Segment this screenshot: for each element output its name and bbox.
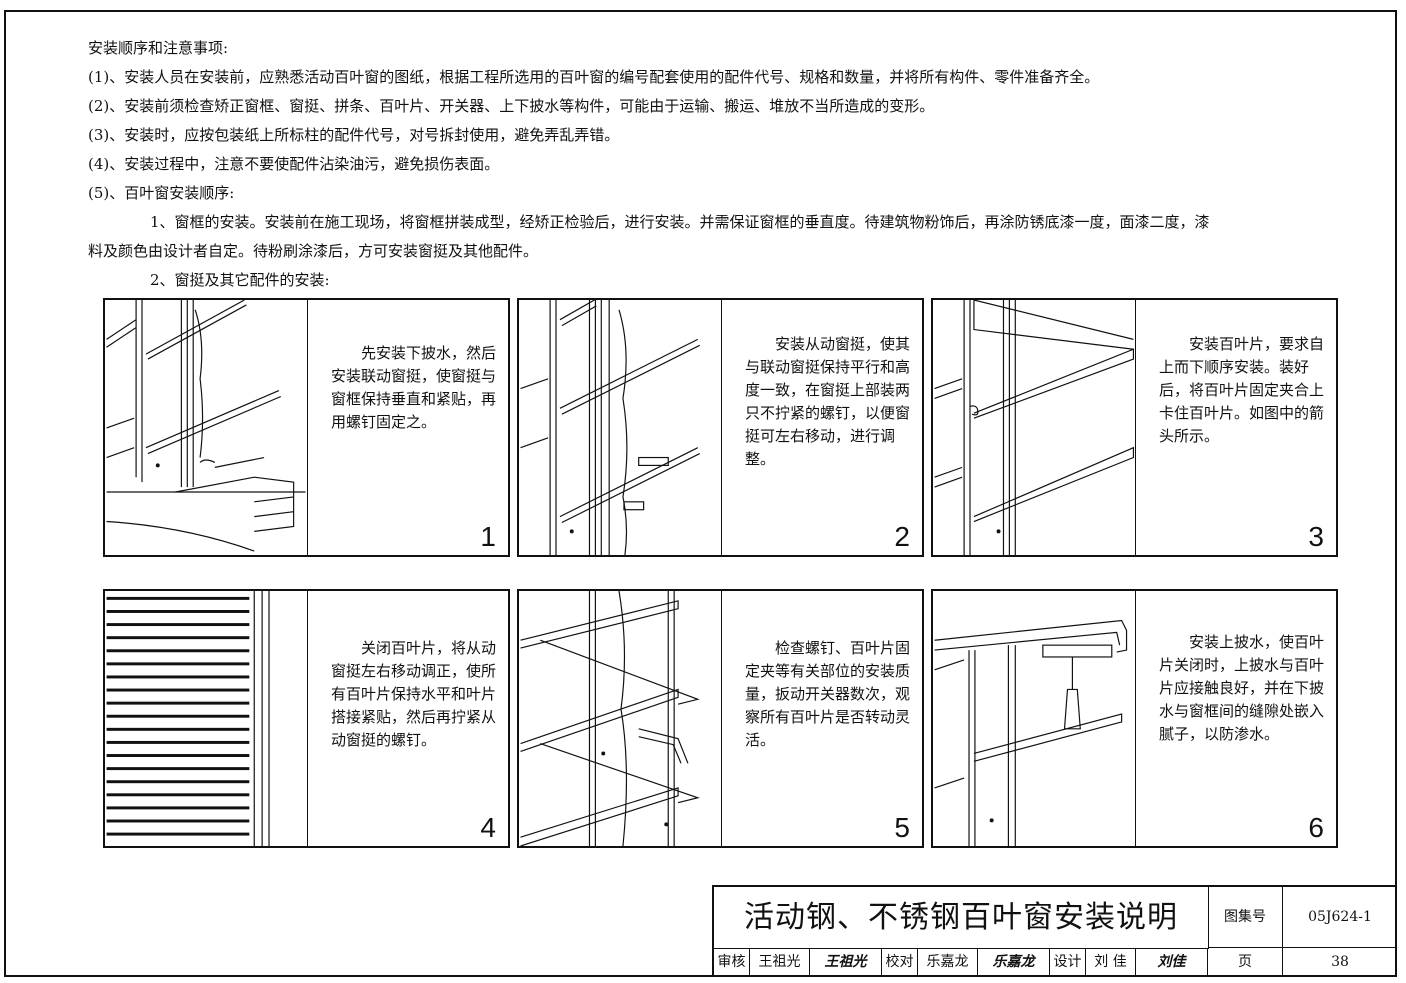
step-panel-4: 关闭百叶片，将从动窗挺左右移动调正，使所有百叶片保持水平和叶片搭接紧贴，然后再拧… bbox=[103, 589, 510, 848]
louvre-slat bbox=[106, 610, 250, 613]
step-6-illustration bbox=[934, 591, 1136, 846]
louvre-slat bbox=[106, 623, 250, 627]
checker-signature: 乐嘉龙 bbox=[978, 948, 1050, 977]
title-block: 活动钢、不锈钢百叶窗安装说明 图集号 05J624-1 审核 王祖光 王祖光 校… bbox=[712, 885, 1397, 977]
checker-name: 乐嘉龙 bbox=[918, 948, 978, 977]
atlas-number: 05J624-1 bbox=[1283, 887, 1397, 948]
note-item: (5)、百叶窗安装顺序: bbox=[88, 184, 235, 202]
designer-name: 刘 佳 bbox=[1086, 948, 1136, 977]
louvre-slat bbox=[106, 701, 250, 705]
step-2-number: 2 bbox=[894, 521, 910, 552]
louvre-slat bbox=[106, 832, 250, 836]
step-6-text: 安装上披水，使百叶片关闭时，上披水与百叶片应接触良好，并在下披水与窗框间的缝隙处… bbox=[1159, 633, 1325, 743]
note-item: (3)、安装时，应按包装纸上所标柱的配件代号，对号拆封使用，避免弄乱弄错。 bbox=[88, 126, 620, 144]
review-label: 审核 bbox=[714, 948, 750, 977]
louvre-slat bbox=[106, 754, 250, 757]
step-3-text: 安装百叶片，要求自上而下顺序安装。装好后，将百叶片固定夹合上卡住百叶片。如图中的… bbox=[1159, 335, 1325, 445]
drawing-title: 活动钢、不锈钢百叶窗安装说明 bbox=[714, 887, 1209, 949]
page-label: 页 bbox=[1208, 948, 1283, 977]
notes-heading: 安装顺序和注意事项: bbox=[88, 39, 229, 57]
louvre-slat bbox=[106, 740, 250, 744]
step-5-number: 5 bbox=[894, 812, 910, 843]
drawing-frame bbox=[4, 10, 1397, 977]
atlas-label: 图集号 bbox=[1208, 887, 1283, 948]
note-item: (1)、安装人员在安装前，应熟悉活动百叶窗的图纸，根据工程所选用的百叶窗的编号配… bbox=[88, 68, 1100, 86]
louvre-slat bbox=[106, 688, 250, 692]
louvre-slat bbox=[106, 662, 250, 666]
louvre-slat bbox=[106, 675, 250, 679]
louvre-slat bbox=[106, 714, 250, 718]
installation-notes: 安装顺序和注意事项: (1)、安装人员在安装前，应熟悉活动百叶窗的图纸，根据工程… bbox=[88, 34, 1358, 295]
step-1-number: 1 bbox=[480, 521, 496, 552]
louvre-slat bbox=[106, 636, 250, 640]
reviewer-signature: 王祖光 bbox=[810, 948, 882, 977]
step-panel-6: 安装上披水，使百叶片关闭时，上披水与百叶片应接触良好，并在下披水与窗框间的缝隙处… bbox=[931, 589, 1338, 848]
reviewer-name: 王祖光 bbox=[750, 948, 810, 977]
check-label: 校对 bbox=[882, 948, 918, 977]
step-panel-5: 检查螺钉、百叶片固定夹等有关部位的安装质量，扳动开关器数次，观察所有百叶片是否转… bbox=[517, 589, 924, 848]
louvre-slat bbox=[106, 806, 250, 810]
louvre-slat bbox=[106, 767, 250, 771]
louvre-slat bbox=[106, 649, 250, 653]
step-5-text: 检查螺钉、百叶片固定夹等有关部位的安装质量，扳动开关器数次，观察所有百叶片是否转… bbox=[745, 639, 911, 749]
step-6-number: 6 bbox=[1308, 812, 1324, 843]
step-panel-2: 安装从动窗挺，使其与联动窗挺保持平行和高度一致，在窗挺上部装两只不拧紧的螺钉，以… bbox=[517, 298, 924, 557]
note-item: (4)、安装过程中，注意不要使配件沾染油污，避免损伤表面。 bbox=[88, 155, 500, 173]
step-2-illustration bbox=[520, 300, 722, 555]
louvre-slat bbox=[106, 727, 250, 731]
step-panel-1: 先安装下披水，然后安装联动窗挺，使窗挺与窗框保持垂直和紧贴，再用螺钉固定之。 1 bbox=[103, 298, 510, 557]
step-5-illustration bbox=[520, 591, 722, 846]
step1-line2: 料及颜色由设计者自定。待粉刷涂漆后，方可安装窗挺及其他配件。 bbox=[88, 242, 539, 260]
louvre-slat bbox=[106, 819, 250, 823]
step-1-illustration bbox=[106, 300, 308, 555]
step1-line1: 1、窗框的安装。安装前在施工现场，将窗框拼装成型，经矫正检验后，进行安装。并需保… bbox=[150, 213, 1210, 231]
page-number: 38 bbox=[1331, 954, 1349, 970]
louvre-slat bbox=[106, 596, 250, 600]
note-item: (2)、安装前须检查矫正窗框、窗挺、拼条、百叶片、开关器、上下披水等构件，可能由… bbox=[88, 97, 935, 115]
design-label: 设计 bbox=[1050, 948, 1086, 977]
step-4-number: 4 bbox=[480, 812, 496, 843]
louvre-slat bbox=[106, 780, 250, 784]
step2-heading: 2、窗挺及其它配件的安装: bbox=[150, 271, 330, 289]
step-4-illustration bbox=[106, 591, 308, 846]
step-panel-3: 安装百叶片，要求自上而下顺序安装。装好后，将百叶片固定夹合上卡住百叶片。如图中的… bbox=[931, 298, 1338, 557]
louvre-slat bbox=[106, 793, 250, 797]
designer-signature: 刘佳 bbox=[1136, 948, 1208, 977]
step-4-text: 关闭百叶片，将从动窗挺左右移动调正，使所有百叶片保持水平和叶片搭接紧贴，然后再拧… bbox=[331, 639, 497, 749]
step-2-text: 安装从动窗挺，使其与联动窗挺保持平行和高度一致，在窗挺上部装两只不拧紧的螺钉，以… bbox=[745, 335, 911, 468]
step-3-number: 3 bbox=[1308, 521, 1324, 552]
step-1-text: 先安装下披水，然后安装联动窗挺，使窗挺与窗框保持垂直和紧贴，再用螺钉固定之。 bbox=[331, 344, 497, 431]
step-3-illustration bbox=[934, 300, 1136, 555]
